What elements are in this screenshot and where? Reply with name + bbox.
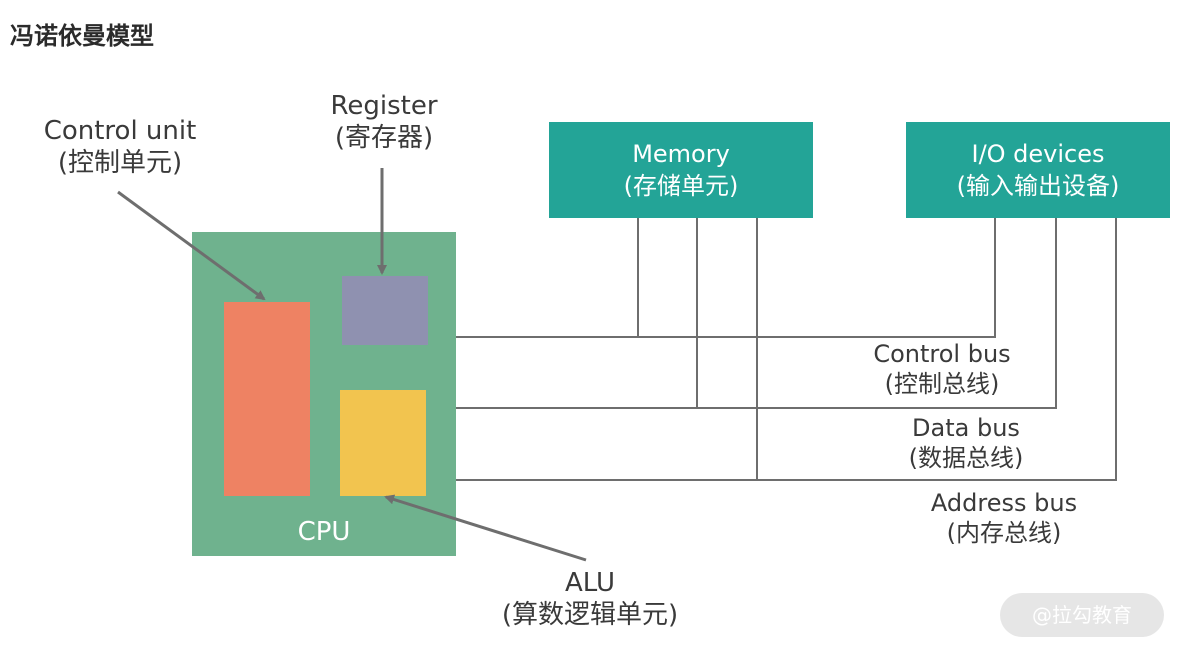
address-bus-label-en: Address bus xyxy=(930,489,1078,517)
control-unit-label-zh: (控制单元) xyxy=(57,148,183,178)
register-box xyxy=(342,276,428,345)
io-label: I/O devices (输入输出设备) xyxy=(906,138,1170,202)
alu-label-en: ALU xyxy=(564,568,615,598)
register-label: Register (寄存器) xyxy=(304,90,464,154)
address-bus-label: Address bus (内存总线) xyxy=(894,488,1114,548)
io-label-en: I/O devices xyxy=(971,140,1105,168)
io-label-zh: (输入输出设备) xyxy=(956,172,1120,200)
address-bus-line xyxy=(456,218,1117,481)
data-bus-label-zh: (数据总线) xyxy=(908,444,1024,472)
control-bus-label: Control bus (控制总线) xyxy=(842,339,1042,399)
memory-box xyxy=(549,122,813,218)
alu-label: ALU (算数逻辑单元) xyxy=(460,567,720,631)
cpu-label: CPU xyxy=(297,517,351,547)
data-bus-label-en: Data bus xyxy=(912,414,1020,442)
control-unit-label-en: Control unit xyxy=(43,116,197,146)
control-bus-line xyxy=(456,218,996,338)
control-bus-label-zh: (控制总线) xyxy=(884,370,1000,398)
memory-label-zh: (存储单元) xyxy=(623,172,739,200)
control-unit-arrow xyxy=(117,190,266,301)
data-bus-line xyxy=(456,218,1057,409)
memory-label: Memory (存储单元) xyxy=(549,138,813,202)
register-label-zh: (寄存器) xyxy=(334,123,434,153)
control-unit-label: Control unit (控制单元) xyxy=(20,115,220,179)
alu-arrow xyxy=(384,494,587,562)
alu-box xyxy=(340,390,426,496)
alu-label-zh: (算数逻辑单元) xyxy=(501,600,679,630)
data-bus-label: Data bus (数据总线) xyxy=(866,413,1066,473)
address-bus-label-zh: (内存总线) xyxy=(946,519,1062,547)
memory-label-en: Memory xyxy=(632,140,730,168)
watermark: @拉勾教育 xyxy=(1000,593,1164,637)
io-box xyxy=(906,122,1170,218)
register-label-en: Register xyxy=(330,91,438,121)
control-bus-label-en: Control bus xyxy=(873,340,1011,368)
control-unit-box xyxy=(224,302,310,496)
page-title: 冯诺依曼模型 xyxy=(10,22,154,50)
